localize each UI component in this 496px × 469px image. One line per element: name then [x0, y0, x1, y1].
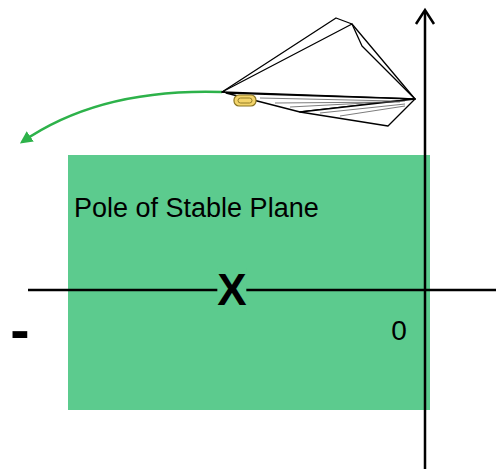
- plane-wing-fold: [222, 24, 415, 99]
- axis-arrowhead: [416, 10, 434, 24]
- paper-clip: [234, 95, 256, 106]
- paper-plane: [222, 18, 415, 126]
- stable-region-fill: [68, 155, 430, 410]
- origin-label: 0: [391, 317, 407, 345]
- region-box: Pole of Stable Plane: [68, 155, 434, 410]
- plane-lower-fold: [300, 99, 415, 126]
- plane-wing: [222, 18, 415, 99]
- pole-mark: X: [217, 268, 246, 312]
- imaginary-axis: [424, 12, 427, 469]
- negative-sign: -: [10, 301, 29, 359]
- paper-clip-inner: [238, 98, 252, 103]
- plane-hatching: [260, 98, 405, 116]
- region-title: Pole of Stable Plane: [74, 193, 428, 224]
- flight-path-arrow: [22, 92, 222, 142]
